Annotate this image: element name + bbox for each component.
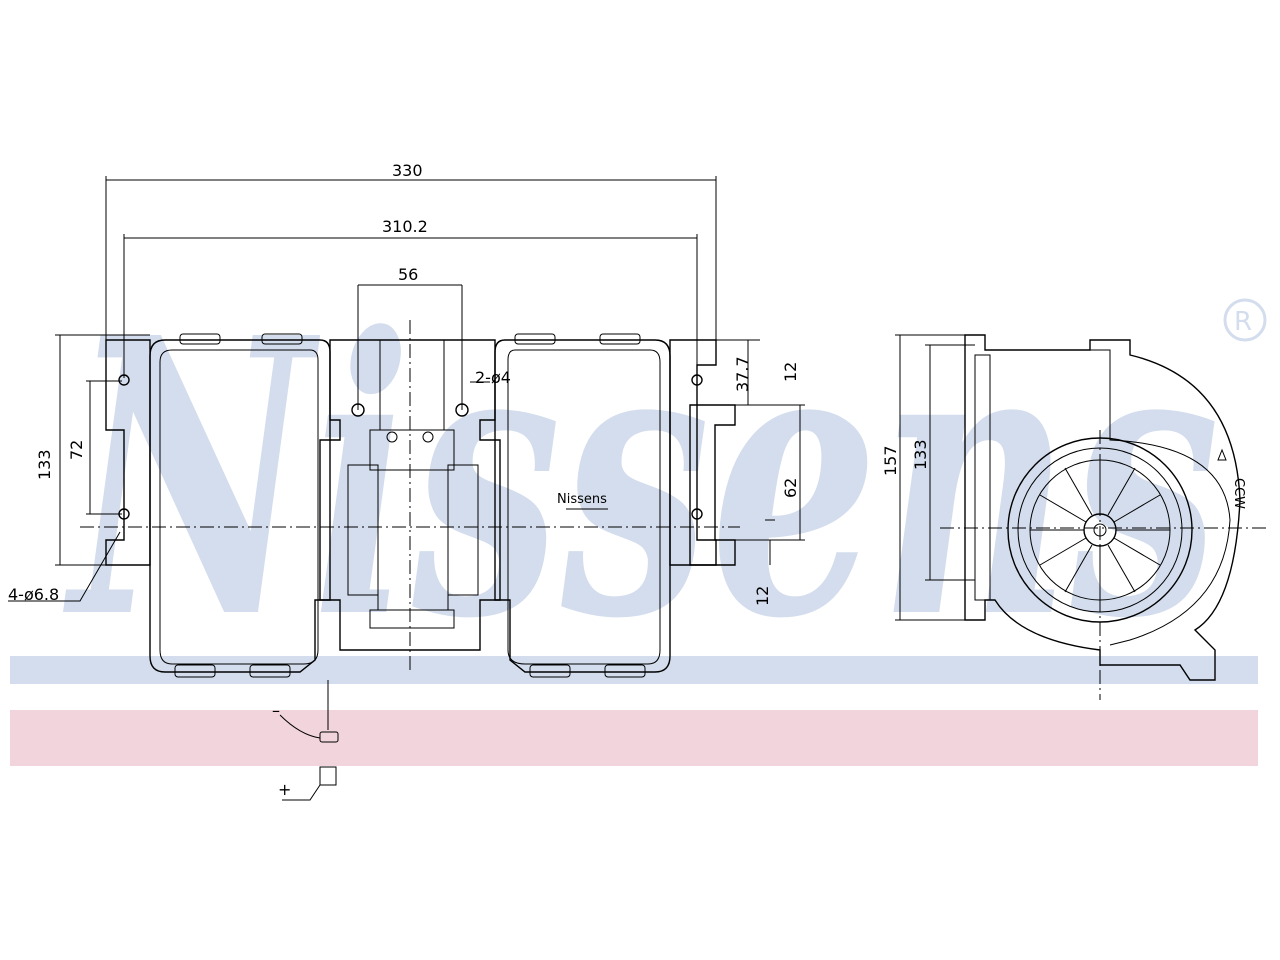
dim-mount-holes: 4-ø6.8 — [8, 585, 59, 604]
blower-front-view: 2-ø4 Nissens — [80, 320, 740, 678]
connector-plus-label: + — [278, 780, 291, 799]
dim-flange-bottom: 12 — [753, 586, 772, 606]
mount-hole-top-right — [691, 374, 703, 386]
dim-height-total: 133 — [35, 449, 54, 480]
dim-hole-spacing: 72 — [67, 440, 86, 460]
motor-center-body — [319, 339, 501, 651]
watermark-brand: Nissens — [62, 255, 1220, 702]
fan-blades — [1030, 460, 1170, 600]
mount-hole-bottom-left — [118, 508, 130, 520]
watermark-band — [10, 656, 1258, 684]
left-scroll-housing — [149, 339, 331, 673]
watermark: Nissens R — [10, 255, 1267, 766]
mount-hole-top-left — [118, 374, 130, 386]
registered-circle — [1223, 298, 1267, 342]
dim-small-holes: 2-ø4 — [475, 368, 511, 387]
dim-top-offset: 37.7 — [733, 356, 752, 392]
left-dimensions: 133 72 4-ø6.8 — [8, 334, 150, 604]
dim-side-height-inner: 133 — [911, 439, 930, 470]
dim-mount-pitch: 310.2 — [382, 217, 428, 236]
dim-center-gap: 56 — [398, 265, 418, 284]
small-hole-left — [351, 403, 365, 417]
registered-mark: R — [1234, 307, 1252, 337]
mount-hole-bottom-right — [691, 508, 703, 520]
right-scroll-housing — [494, 339, 671, 673]
dim-flange-top: 12 — [781, 362, 800, 382]
blower-side-view: 157 133 CCW — [881, 334, 1270, 700]
small-hole-right — [455, 403, 469, 417]
dim-side-height-outer: 157 — [881, 445, 900, 476]
connector-detail: – + — [272, 680, 339, 801]
watermark-accent-band — [10, 710, 1258, 766]
rotation-mark: CCW — [1231, 478, 1246, 509]
connector-minus-label: – — [272, 701, 280, 720]
side-housing — [964, 334, 1241, 681]
housing-brand-label: Nissens — [557, 492, 607, 507]
dim-overall-width: 330 — [392, 161, 423, 180]
top-dimensions: 330 310.2 56 — [105, 161, 717, 410]
flange-profile: 37.7 62 12 12 — [689, 339, 805, 606]
dim-flange-mid: 62 — [781, 478, 800, 498]
